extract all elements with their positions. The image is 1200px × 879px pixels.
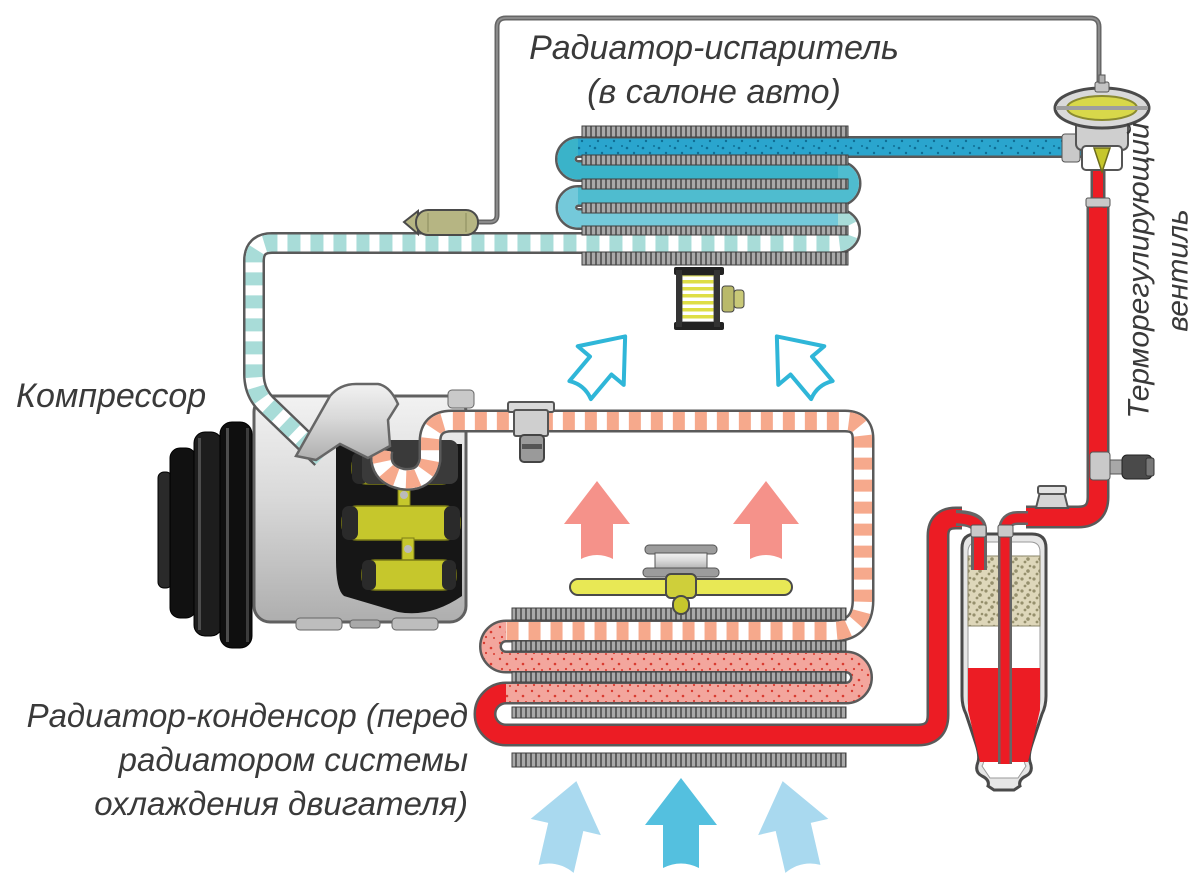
cold-air-arrow-right [774, 334, 835, 402]
compressor-pulley [157, 421, 253, 649]
ambient-air-arrow-left [530, 781, 601, 873]
compressor-label: Компрессор [16, 377, 207, 415]
suction-line [245, 210, 859, 465]
compressor-inlet-throat [294, 382, 400, 462]
liquid-line-to-receiver [476, 509, 962, 744]
expansion-valve-icon [1053, 74, 1151, 175]
sensing-bulb-icon [402, 208, 479, 237]
high-pressure-circuit [369, 158, 1155, 792]
discharge-line [372, 412, 872, 640]
blower-fan-icon [674, 267, 745, 330]
expansion-valve-label: Терморегулирующий вентиль [1122, 122, 1195, 419]
evaporator-pass-3 [578, 162, 859, 205]
receiver-drier [949, 510, 1048, 792]
cold-air-arrow-left [567, 334, 628, 402]
evaporator-label: Радиатор-испаритель (в салоне авто) [529, 29, 899, 112]
warm-air-arrow-left [564, 481, 630, 559]
service-port-discharge-icon [507, 401, 555, 463]
evaporator-fins [581, 125, 849, 266]
evaporator-pass-4 [558, 187, 838, 228]
low-pressure-circuit [243, 125, 1085, 466]
capillary-tube [476, 15, 1102, 225]
condenser-fan-icon [569, 544, 793, 615]
ambient-air-arrow-middle [645, 778, 717, 868]
ambient-air-arrow-right [758, 781, 829, 873]
valve-needle [1092, 147, 1112, 175]
service-port-high-icon [1089, 451, 1155, 481]
condenser-label: Радиатор-конденсор (перед радиатором сис… [26, 697, 468, 822]
sight-glass [1034, 485, 1070, 509]
condenser-coil-condensing [481, 622, 871, 702]
evaporator-pass-2 [557, 138, 838, 180]
warm-air-arrow-right [733, 481, 799, 559]
liquid-line-to-valve [1026, 205, 1107, 526]
